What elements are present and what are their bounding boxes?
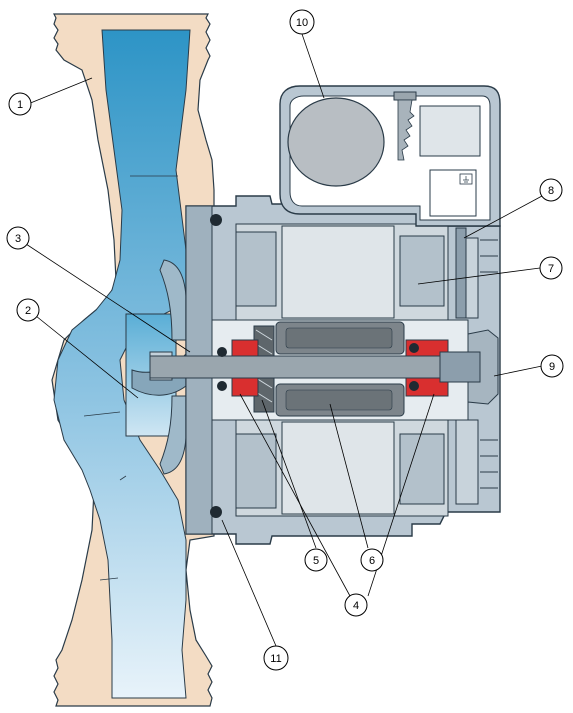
bearing-left-lower bbox=[231, 377, 259, 397]
terminal-screw-thread bbox=[397, 99, 415, 161]
leader-line-1 bbox=[27, 77, 93, 105]
stator-core-lower bbox=[281, 421, 395, 515]
callout-6: 6 bbox=[360, 548, 384, 572]
callout-circle bbox=[344, 593, 368, 617]
callout-11: 11 bbox=[263, 645, 289, 671]
callout-circle bbox=[304, 548, 328, 572]
callout-circle bbox=[360, 548, 384, 572]
callout-3: 3 bbox=[6, 226, 30, 250]
stator-winding-lower-left bbox=[235, 433, 277, 509]
callout-1: 1 bbox=[8, 92, 32, 116]
leader-line-9 bbox=[493, 365, 543, 377]
callout-label: 11 bbox=[270, 653, 281, 665]
flow-line-middle bbox=[83, 411, 121, 417]
callout-label: 5 bbox=[313, 555, 319, 567]
callout-8: 8 bbox=[539, 178, 563, 202]
callout-label: 10 bbox=[296, 17, 308, 29]
callout-label: 7 bbox=[548, 263, 554, 275]
callout-circle bbox=[8, 92, 32, 116]
leader-line-2 bbox=[35, 315, 139, 399]
seal-ring-right-lower bbox=[409, 381, 419, 391]
leader-line-7 bbox=[417, 267, 541, 285]
leader-line-11 bbox=[221, 519, 277, 647]
wire-terminal bbox=[455, 227, 467, 319]
terminal-screw-head bbox=[393, 91, 417, 101]
seal-ring-left-lower bbox=[217, 381, 227, 391]
terminal-block bbox=[419, 105, 481, 157]
callout-label: 6 bbox=[369, 555, 375, 567]
stator-winding-upper-left bbox=[235, 231, 277, 307]
rotor-lower-inner bbox=[285, 389, 393, 411]
callout-circle bbox=[6, 226, 30, 250]
leader-line-3 bbox=[25, 243, 191, 353]
callout-circle bbox=[539, 178, 563, 202]
flow-line-lower bbox=[99, 577, 119, 581]
ground-icon bbox=[463, 176, 469, 183]
leader-line-8 bbox=[463, 195, 543, 239]
stator-winding-upper-right bbox=[399, 235, 445, 307]
leader-line-5 bbox=[261, 399, 317, 549]
callout-9: 9 bbox=[540, 354, 564, 378]
vent-screw bbox=[439, 351, 481, 383]
flow-line-lower-2 bbox=[119, 475, 127, 481]
callout-label: 2 bbox=[25, 305, 31, 317]
callout-label: 9 bbox=[549, 361, 555, 373]
impeller-blade-bottom bbox=[159, 395, 187, 475]
callout-circle bbox=[289, 9, 315, 35]
callout-label: 1 bbox=[17, 99, 23, 111]
thrust-bearing-detail bbox=[255, 329, 273, 403]
callout-label: 8 bbox=[548, 185, 554, 197]
seal-ring-right-upper bbox=[409, 343, 419, 353]
callout-4: 4 bbox=[344, 593, 368, 617]
capacitor bbox=[287, 97, 385, 187]
o-ring-bottom bbox=[210, 506, 222, 518]
o-ring-top bbox=[210, 214, 222, 226]
leader-line-4a bbox=[239, 393, 351, 597]
callout-circle bbox=[539, 256, 563, 280]
callout-5: 5 bbox=[304, 548, 328, 572]
callout-circle bbox=[263, 645, 289, 671]
leader-line-6 bbox=[329, 403, 369, 549]
end-cap bbox=[467, 329, 499, 405]
housing-strip-right-lower bbox=[455, 419, 479, 505]
callout-2: 2 bbox=[16, 298, 40, 322]
stator-core-upper bbox=[281, 225, 395, 319]
rotor-upper-inner bbox=[285, 327, 393, 349]
callout-circle bbox=[16, 298, 40, 322]
housing-fins-right bbox=[480, 239, 498, 489]
callout-7: 7 bbox=[539, 256, 563, 280]
seal-ring-left-upper bbox=[217, 347, 227, 357]
callout-label: 3 bbox=[15, 233, 21, 245]
callout-circle bbox=[540, 354, 564, 378]
stator-winding-lower-right bbox=[399, 433, 445, 505]
leader-line-10 bbox=[301, 33, 325, 99]
bearing-left-upper bbox=[231, 339, 259, 357]
callout-10: 10 bbox=[289, 9, 315, 35]
callout-label: 4 bbox=[353, 600, 359, 612]
shaft bbox=[149, 355, 481, 379]
